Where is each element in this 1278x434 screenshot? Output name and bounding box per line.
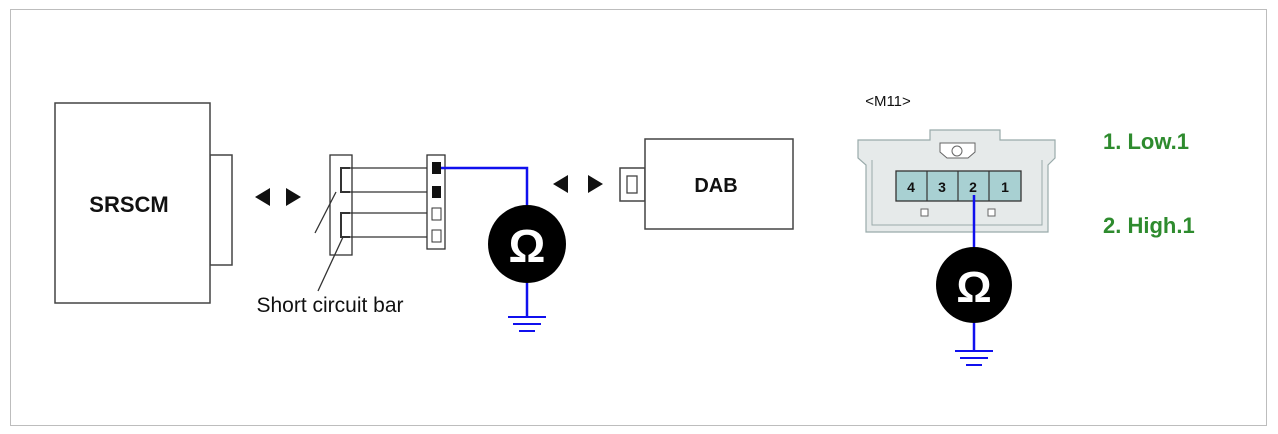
harness-connector-right: [426, 154, 446, 250]
ohm-icon: Ω: [509, 220, 546, 272]
harness-wires: [350, 167, 434, 238]
pin-label: 2: [969, 179, 977, 195]
srscm-module: SRSCM: [54, 102, 233, 304]
meter-wire-1: [441, 166, 529, 316]
m11-connector: 4 3 2 1: [857, 129, 1056, 233]
pin-label: 4: [907, 179, 915, 195]
ohmmeter-2: Ω: [936, 247, 1012, 323]
srscm-label: SRSCM: [89, 192, 168, 217]
double-arrow-icon: [553, 175, 603, 193]
ohm-icon: Ω: [956, 263, 991, 312]
short-circuit-connector: [314, 154, 353, 292]
dab-label: DAB: [694, 175, 737, 197]
pin-legend-item: 1. Low.1: [1103, 129, 1189, 154]
double-arrow-icon: [255, 188, 301, 206]
ground-icon: [508, 316, 546, 332]
pin-label: 3: [938, 179, 946, 195]
short-circuit-bar-label: Short circuit bar: [256, 294, 403, 317]
pin-legend-item: 2. High.1: [1103, 213, 1195, 238]
ground-icon: [955, 350, 993, 366]
pin-label: 1: [1001, 179, 1009, 195]
connector-label: <M11>: [865, 93, 911, 110]
ohmmeter-1: Ω: [488, 205, 566, 283]
dab-module: DAB: [619, 138, 794, 230]
